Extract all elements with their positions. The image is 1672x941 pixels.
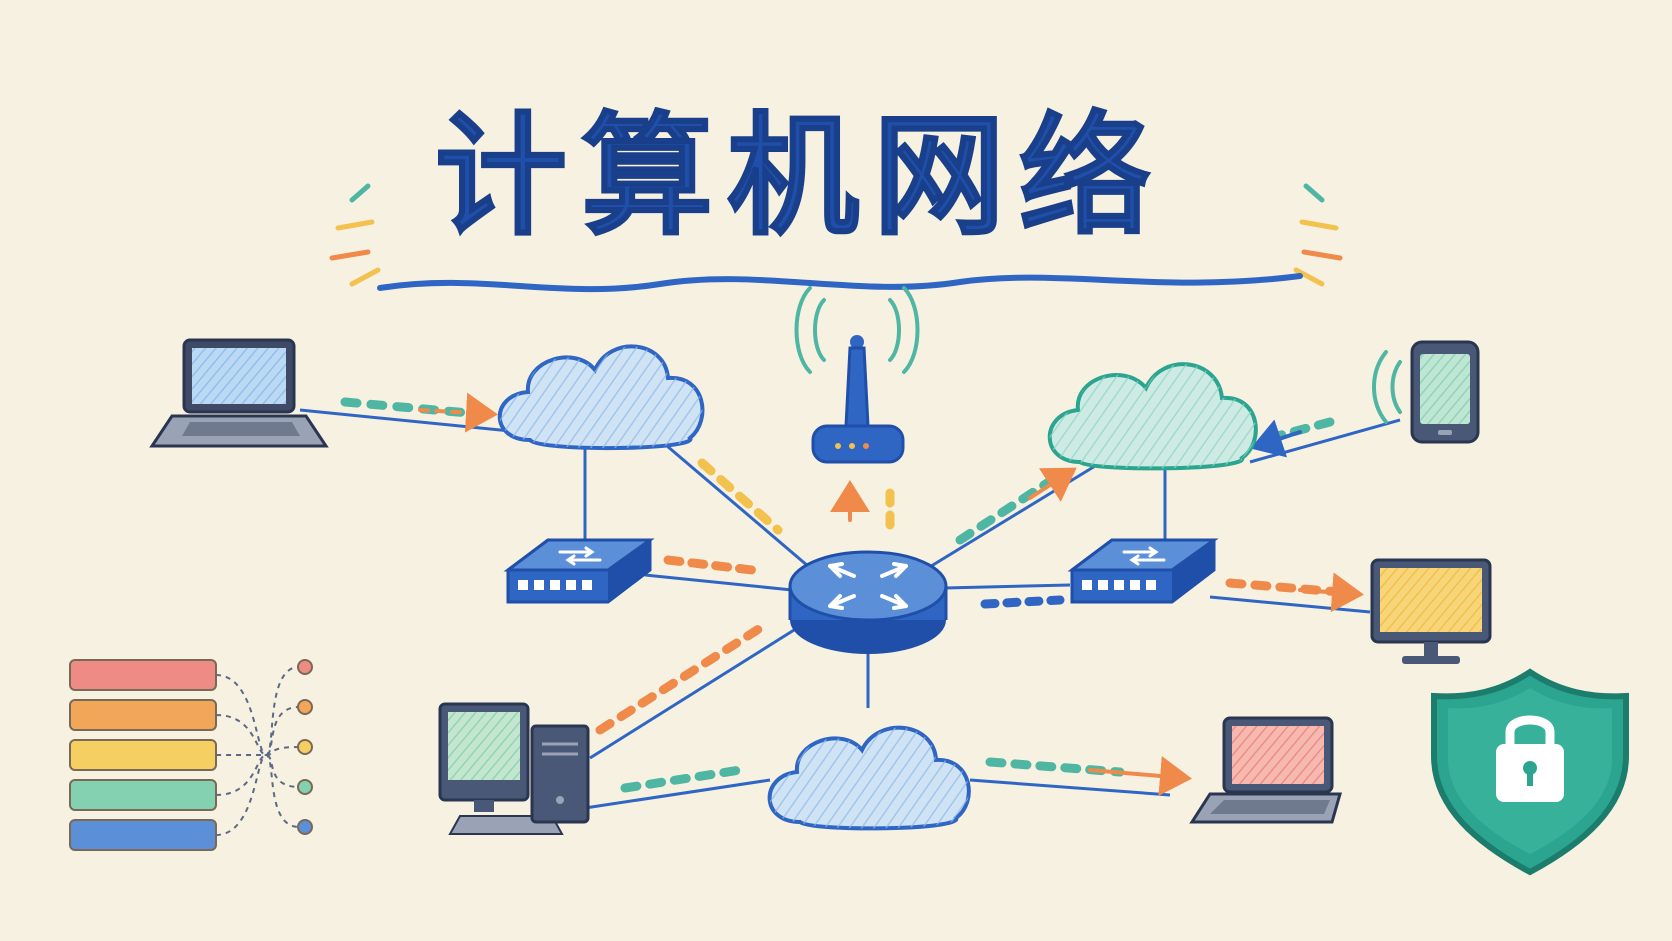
network-switch-icon <box>503 538 655 604</box>
sparkle-right-icon <box>1293 183 1343 287</box>
cloud-icon <box>767 725 971 831</box>
layer-dot <box>297 779 313 795</box>
title-underline <box>377 273 1303 293</box>
desktop-computer-icon <box>438 702 590 835</box>
packet-trail-phone <box>1257 417 1335 445</box>
layer-bar <box>69 819 217 851</box>
layer-connector <box>215 753 300 796</box>
sparkle-left-icon <box>329 183 381 287</box>
network-switch-icon <box>1067 538 1219 604</box>
layer-stack-icon <box>69 659 313 851</box>
wifi-router-icon <box>794 286 920 464</box>
cloud-icon <box>1047 362 1258 471</box>
packet-trail-switch-right <box>980 595 1065 609</box>
laptop-icon <box>149 338 329 448</box>
monitor-icon <box>1370 558 1492 664</box>
layer-dot <box>297 699 313 715</box>
layer-bar <box>69 699 217 731</box>
page-title: 计算机网络 <box>435 100 1165 254</box>
layer-bar <box>69 739 217 771</box>
layer-connector <box>215 753 300 836</box>
layer-bar <box>69 779 217 811</box>
smartphone-icon <box>1372 340 1480 444</box>
central-router-icon <box>788 550 948 654</box>
packet-trails <box>340 392 1364 796</box>
title-group: 计算机网络 <box>329 99 1343 293</box>
cloud-icon <box>497 344 705 451</box>
layer-dot <box>297 739 313 755</box>
packet-trail-router-cloud <box>955 467 1069 545</box>
packet-trail-desktop <box>595 620 770 735</box>
layer-dot <box>297 659 313 675</box>
layer-connector <box>215 666 300 757</box>
packet-trail-cloud-router <box>697 458 783 535</box>
packet-trail-desktop-cloud <box>620 765 745 793</box>
packet-trail-monitor <box>1225 578 1345 597</box>
shield-lock-icon <box>1431 668 1629 876</box>
layer-bar <box>69 659 217 691</box>
layer-dot <box>297 819 313 835</box>
laptop-icon <box>1189 716 1342 824</box>
layer-connector <box>216 746 300 756</box>
packet-trail-switch-router <box>663 555 757 575</box>
